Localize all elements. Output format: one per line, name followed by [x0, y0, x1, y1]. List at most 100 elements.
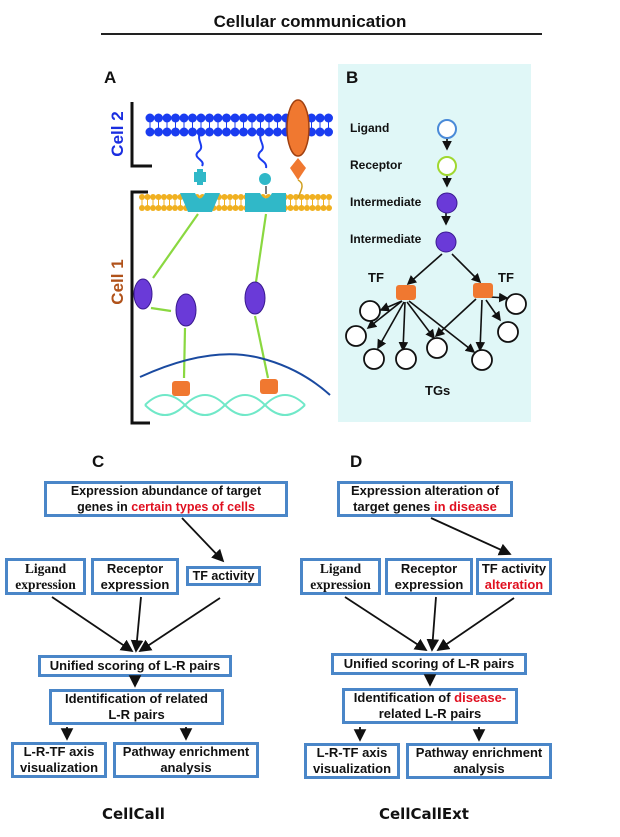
node-label-intermediate-1: Intermediate: [350, 195, 422, 209]
d-top-line1: Expression alteration of: [350, 483, 500, 498]
tgs-label: TGs: [425, 383, 451, 398]
d-top-line2: target genes in disease: [353, 499, 497, 515]
diamond-ligand: [290, 158, 306, 180]
panel-b-label: B: [346, 68, 359, 87]
d-receptor-box: Receptor expression: [385, 558, 473, 595]
d-top-plain: target genes: [353, 499, 435, 514]
ligand-round: [259, 173, 271, 185]
target-gene-nodes: [345, 293, 527, 371]
c-arrow-ligand: [51, 596, 134, 653]
d-arrow-top-to-tf: [430, 517, 512, 556]
c-pathway-line2: analysis: [160, 760, 212, 775]
d-ligand-line1: Ligand: [319, 560, 362, 576]
c-ident-box: Identification of related L-R pairs: [49, 689, 224, 725]
tf-node-left: [396, 285, 416, 300]
intermediate-proteins: [133, 278, 266, 327]
nuclear-envelope-arc: [139, 353, 331, 396]
d-ident-plain: Identification of: [353, 690, 455, 705]
d-receptor-line1: Receptor: [400, 560, 458, 576]
c-top-line2: genes in certain types of cells: [77, 499, 255, 515]
d-pathway-line1: Pathway enrichment: [415, 745, 543, 760]
c-footer: CellCall: [102, 805, 165, 823]
c-lrtf-line2: visualization: [19, 760, 99, 775]
d-tf-line1: TF activity: [481, 560, 547, 576]
receptor-1: [180, 193, 220, 212]
c-pathway-line1: Pathway enrichment: [122, 744, 250, 759]
transmembrane-protein: [286, 99, 310, 157]
intermediate-node-1: [436, 192, 458, 214]
d-ligand-line2: expression: [310, 576, 371, 592]
node-label-intermediate-2: Intermediate: [350, 232, 422, 246]
cell2-membrane: [145, 113, 333, 137]
c-receptor-line2: expression: [100, 576, 170, 592]
d-arrow-receptor: [426, 596, 440, 652]
d-arrow-ligand: [344, 596, 428, 651]
signal-arrows: [150, 213, 270, 379]
tf-label-right: TF: [498, 270, 514, 285]
ligand-tether-1: [195, 131, 204, 167]
c-top-box: Expression abundance of target genes in …: [44, 481, 288, 517]
d-tf-box: TF activity alteration: [476, 558, 552, 595]
c-arrow-top-to-tf: [181, 517, 225, 563]
c-unified-box: Unified scoring of L-R pairs: [38, 655, 232, 677]
c-unified-text: Unified scoring of L-R pairs: [49, 658, 221, 673]
c-top-red: certain types of cells: [131, 500, 255, 514]
c-receptor-line1: Receptor: [106, 560, 164, 576]
panel-d-label: D: [350, 452, 363, 471]
d-top-box: Expression alteration of target genes in…: [337, 481, 513, 517]
c-arrow-receptor: [130, 596, 144, 653]
c-ligand-box: Ligand expression: [5, 558, 86, 595]
tf-node-right: [473, 283, 493, 298]
d-ligand-box: Ligand expression: [300, 558, 381, 595]
ligand-tether-2: [257, 131, 268, 169]
receptor-2: [245, 193, 286, 212]
c-ident-line2: L-R pairs: [108, 707, 165, 722]
c-tf-line1: TF activity: [192, 569, 255, 583]
panel-a-label: A: [104, 68, 117, 87]
d-tf-line2: alteration: [484, 576, 544, 592]
d-ident-box: Identification of disease- related L-R p…: [342, 688, 518, 724]
ligand-node: [437, 119, 457, 139]
c-receptor-box: Receptor expression: [91, 558, 179, 595]
figure-title: Cellular communication: [213, 12, 407, 31]
c-top-line1: Expression abundance of target: [70, 484, 262, 498]
d-ident-red: disease-: [454, 690, 507, 705]
receptor-node: [437, 156, 457, 176]
c-ident-line1: Identification of related: [64, 691, 208, 706]
cell1-bracket: [130, 190, 150, 425]
c-tf-box: TF activity: [186, 566, 261, 586]
d-ident-line2: related L-R pairs: [378, 706, 482, 721]
c-arrow-tf: [138, 597, 221, 652]
d-arrow-tf: [436, 597, 515, 652]
ligand-cross: [194, 169, 206, 185]
d-receptor-line2: expression: [394, 576, 464, 592]
d-lrtf-box: L-R-TF axis visualization: [304, 743, 400, 779]
d-pathway-line2: analysis: [453, 761, 505, 776]
tf-box-2: [260, 379, 278, 394]
d-top-red: in disease: [434, 499, 497, 514]
d-footer: CellCallExt: [379, 805, 469, 823]
tf-box-1: [172, 381, 190, 396]
c-pathway-box: Pathway enrichment analysis: [113, 742, 259, 778]
d-lrtf-line1: L-R-TF axis: [316, 745, 388, 760]
intermediate-node-2: [435, 231, 457, 253]
panel-c-label: C: [92, 452, 105, 471]
c-lrtf-line1: L-R-TF axis: [23, 744, 95, 759]
c-ligand-line2: expression: [15, 576, 76, 592]
tf-label-left: TF: [368, 270, 384, 285]
c-ligand-line1: Ligand: [24, 560, 67, 576]
dna-helix: [144, 394, 306, 416]
c-lrtf-box: L-R-TF axis visualization: [11, 742, 107, 778]
node-label-receptor: Receptor: [350, 158, 403, 172]
d-ident-line1: Identification of disease-: [354, 690, 506, 706]
node-label-ligand: Ligand: [350, 121, 390, 135]
d-pathway-box: Pathway enrichment analysis: [406, 743, 552, 779]
d-unified-text: Unified scoring of L-R pairs: [343, 656, 515, 671]
c-top-plain: genes in: [77, 500, 132, 514]
title-underline: [101, 33, 542, 35]
d-unified-box: Unified scoring of L-R pairs: [331, 653, 527, 675]
cell2-bracket: [130, 102, 152, 168]
